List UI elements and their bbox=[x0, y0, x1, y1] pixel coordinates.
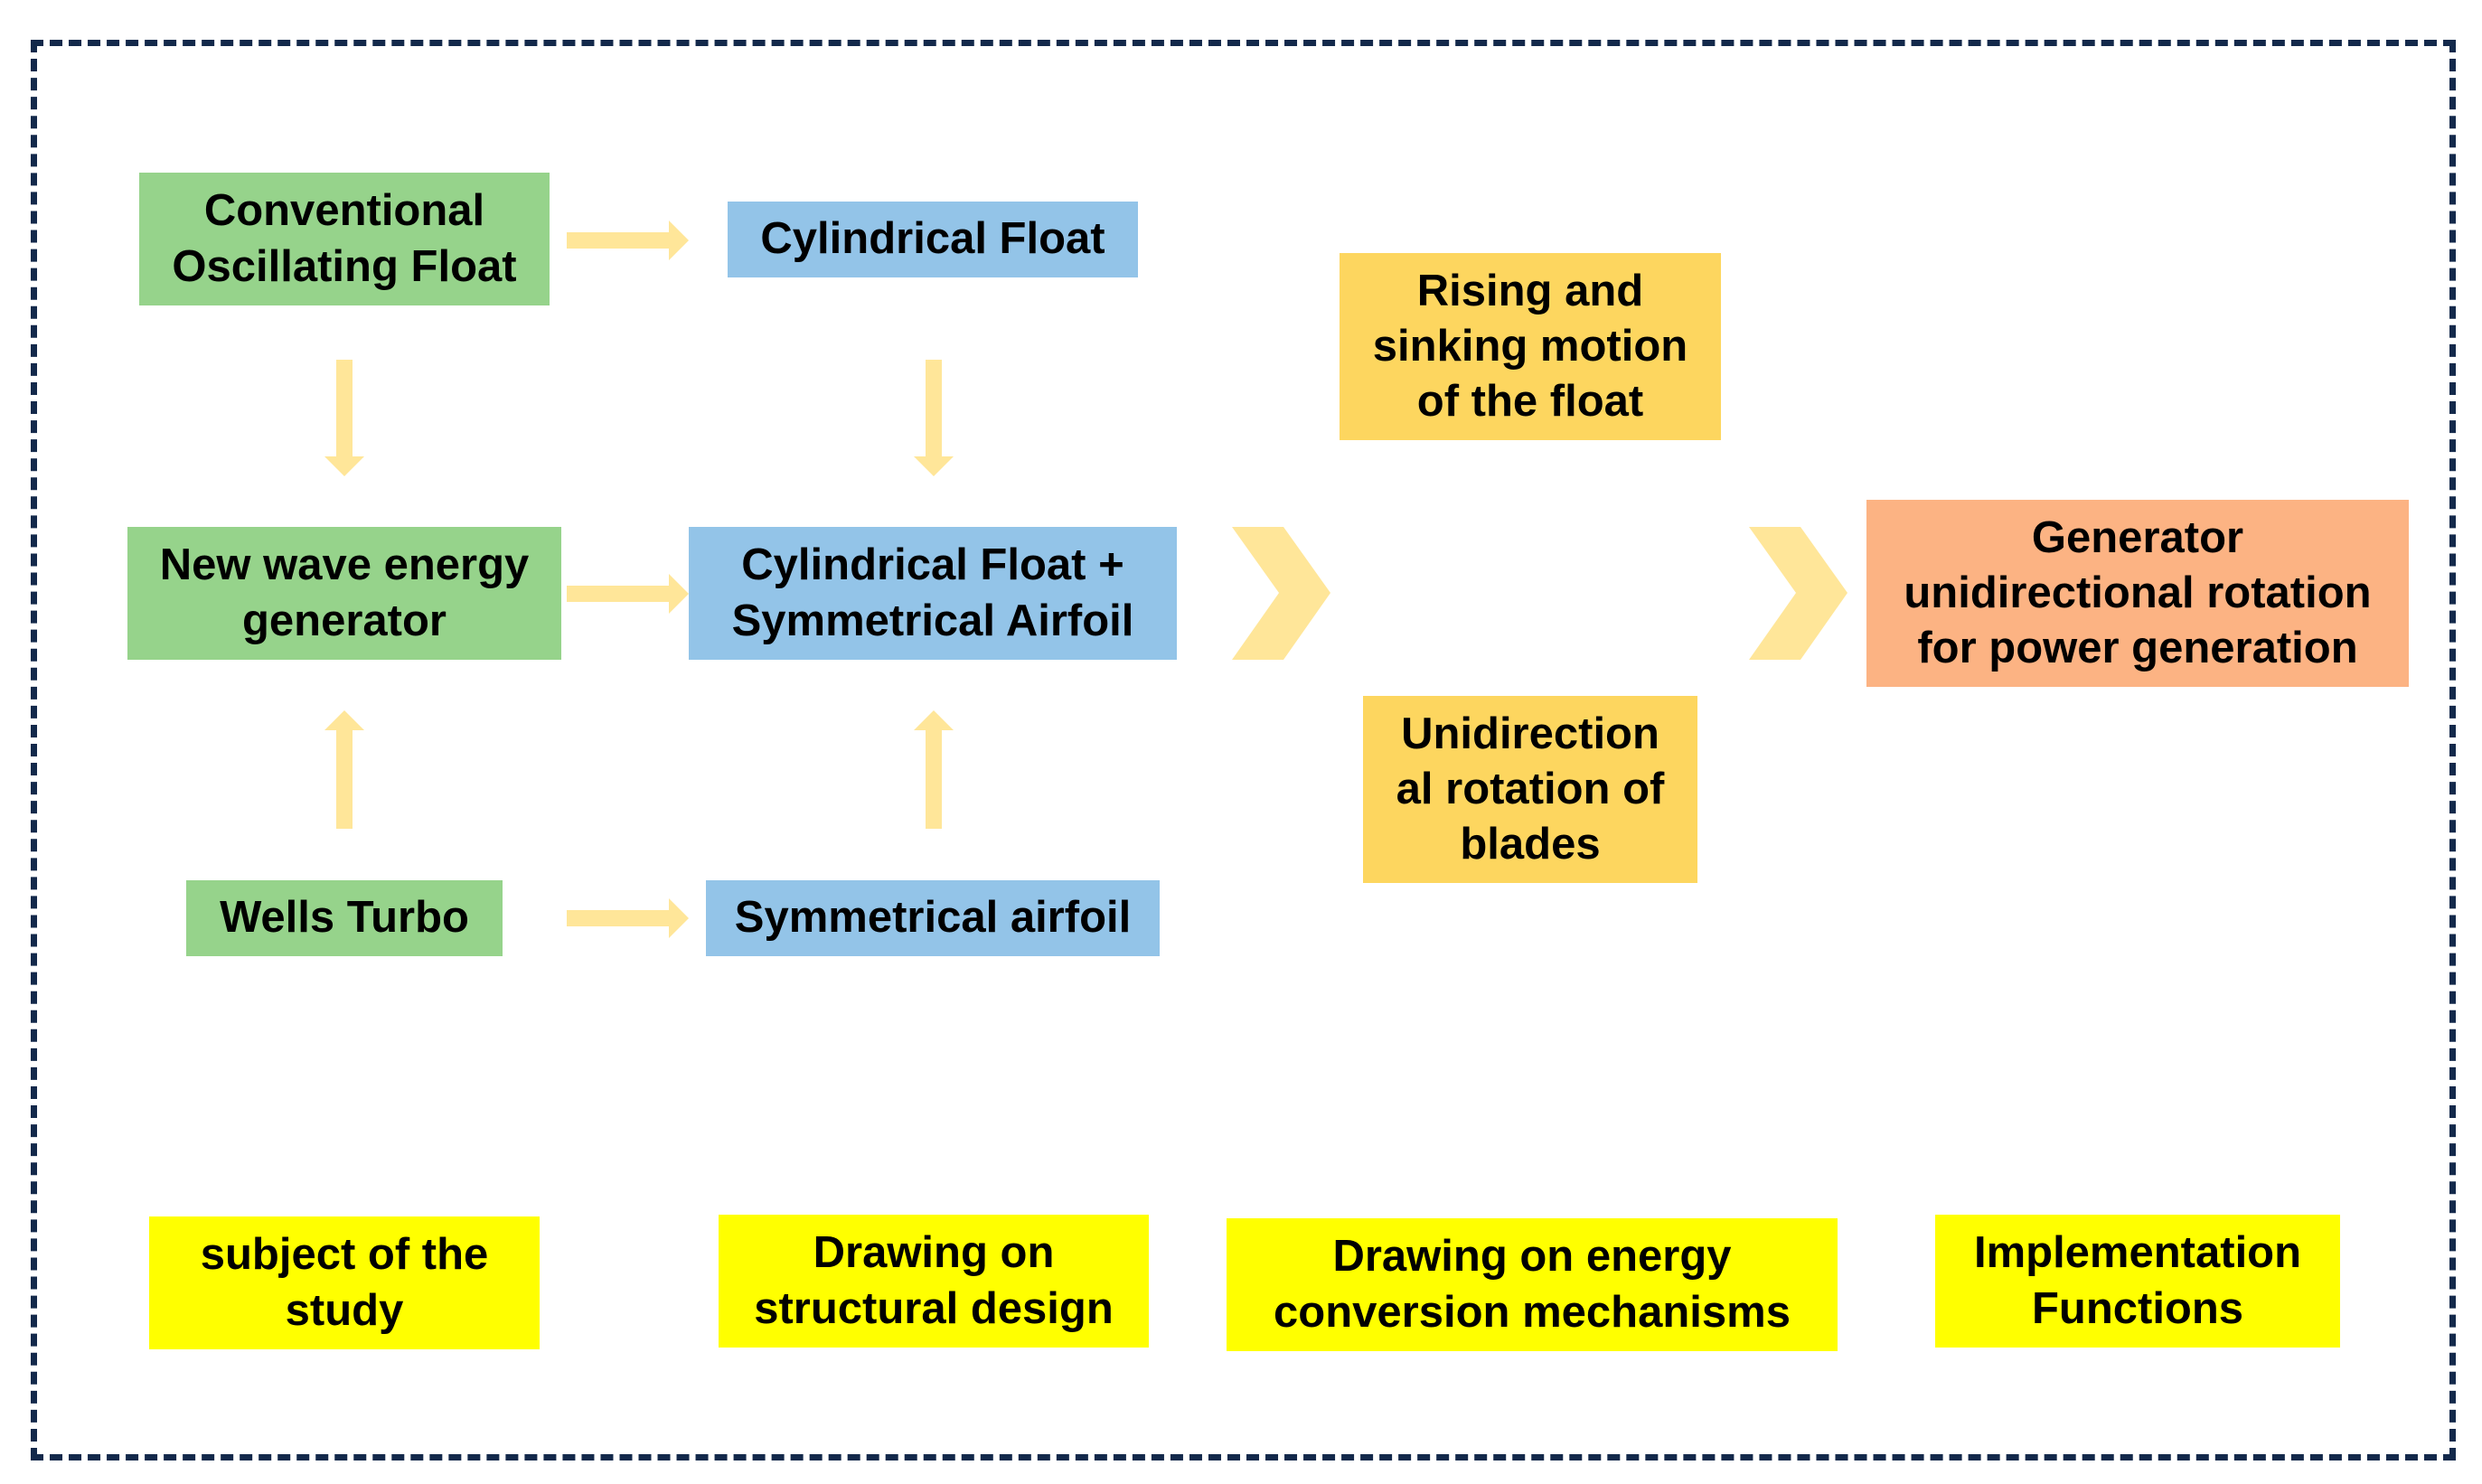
node-symmetrical-airfoil: Symmetrical airfoil bbox=[706, 880, 1160, 956]
arrow-wells-to-airfoil bbox=[567, 898, 689, 938]
arrow-wells-to-generator bbox=[324, 710, 364, 829]
node-wells-turbo: Wells Turbo bbox=[186, 880, 503, 956]
node-rising-sinking-motion: Rising and sinking motion of the float bbox=[1340, 253, 1721, 440]
arrow-airfoil-to-combined bbox=[914, 710, 954, 829]
label-implementation-functions: Implementation Functions bbox=[1935, 1215, 2340, 1348]
node-new-wave-energy-generator: New wave energy generator bbox=[127, 527, 561, 660]
chevron-arrow-2 bbox=[1749, 527, 1847, 660]
node-cylindrical-float-plus-airfoil: Cylindrical Float + Symmetrical Airfoil bbox=[689, 527, 1177, 660]
arrow-generator-to-combined bbox=[567, 574, 689, 614]
diagram-frame bbox=[31, 40, 2456, 1461]
node-generator-unidirectional-rotation: Generator unidirectional rotation for po… bbox=[1866, 500, 2409, 687]
node-conventional-oscillating-float: Conventional Oscillating Float bbox=[139, 173, 550, 305]
label-structural-design: Drawing on structural design bbox=[719, 1215, 1149, 1348]
label-energy-conversion: Drawing on energy conversion mechanisms bbox=[1227, 1218, 1838, 1351]
arrow-conventional-to-cylindrical bbox=[567, 221, 689, 260]
arrow-conventional-to-generator bbox=[324, 360, 364, 476]
node-cylindrical-float: Cylindrical Float bbox=[728, 202, 1138, 277]
arrow-cylindrical-to-combined bbox=[914, 360, 954, 476]
label-subject-of-study: subject of the study bbox=[149, 1216, 540, 1349]
node-unidirectional-rotation-blades: Unidirection al rotation of blades bbox=[1363, 696, 1697, 883]
chevron-arrow-1 bbox=[1232, 527, 1330, 660]
